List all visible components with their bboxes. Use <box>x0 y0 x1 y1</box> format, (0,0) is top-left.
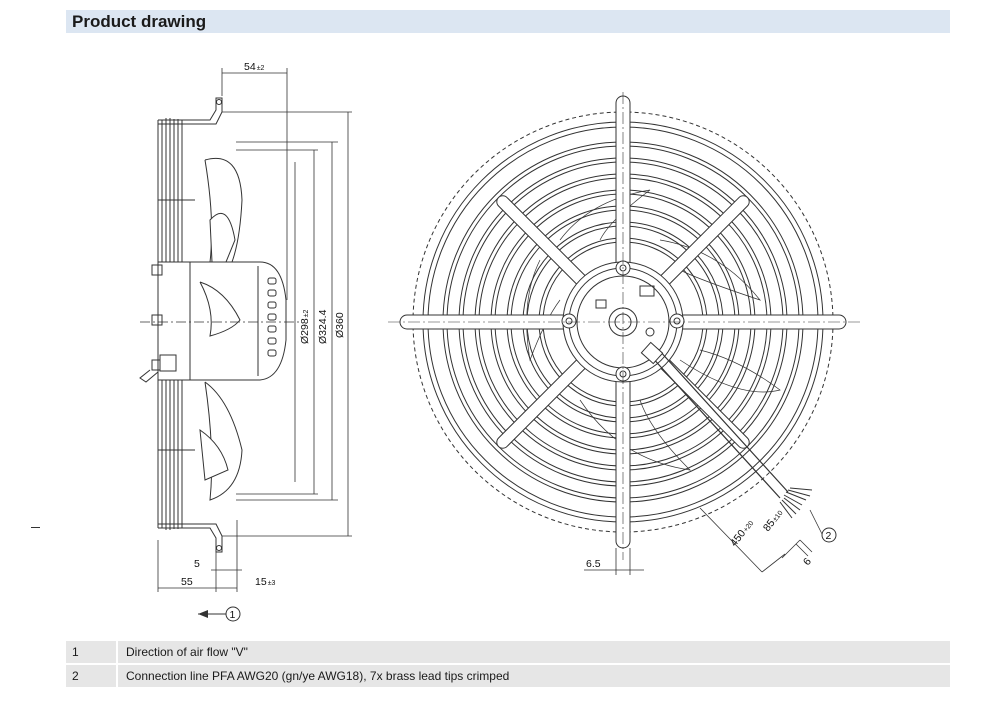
dim-54: 54±2 <box>244 61 265 73</box>
legend-number: 2 <box>66 665 118 687</box>
dim-298: Ø298±2 <box>299 309 311 344</box>
svg-text:2: 2 <box>826 530 832 542</box>
side-view <box>139 68 352 618</box>
callout-2: 2 <box>809 509 837 543</box>
airflow-arrow <box>198 610 228 618</box>
dim-6: 6 <box>801 556 814 568</box>
dim-360: Ø360 <box>334 312 346 338</box>
callout-1: 1 <box>225 606 241 622</box>
legend-table: 1 Direction of air flow "V" 2 Connection… <box>66 641 950 689</box>
front-view <box>388 92 860 575</box>
dim-55: 55 <box>181 576 193 588</box>
dim-450: 450+20 <box>728 517 756 548</box>
front-dimension-lines <box>584 507 813 575</box>
legend-row: 1 Direction of air flow "V" <box>66 641 950 663</box>
dim-85: 85±10 <box>761 507 785 534</box>
legend-row: 2 Connection line PFA AWG20 (gn/ye AWG18… <box>66 665 950 687</box>
connection-cable <box>640 341 813 519</box>
legend-text: Direction of air flow "V" <box>126 645 248 659</box>
legend-text: Connection line PFA AWG20 (gn/ye AWG18),… <box>126 669 510 683</box>
section-header: Product drawing <box>66 10 950 33</box>
svg-text:1: 1 <box>230 609 236 621</box>
margin-mark <box>31 527 40 528</box>
side-blades <box>199 158 243 501</box>
side-dimension-lines <box>157 68 352 592</box>
dim-5: 5 <box>194 558 200 570</box>
dim-15: 15±3 <box>255 576 276 588</box>
dim-6-5: 6.5 <box>586 558 601 570</box>
dim-324: Ø324.4 <box>317 309 329 344</box>
legend-number: 1 <box>66 641 118 663</box>
section-title: Product drawing <box>72 12 207 31</box>
product-drawing: 54±2 Ø298±2 Ø324.4 Ø360 5 55 15±3 6.5 45… <box>139 61 860 622</box>
